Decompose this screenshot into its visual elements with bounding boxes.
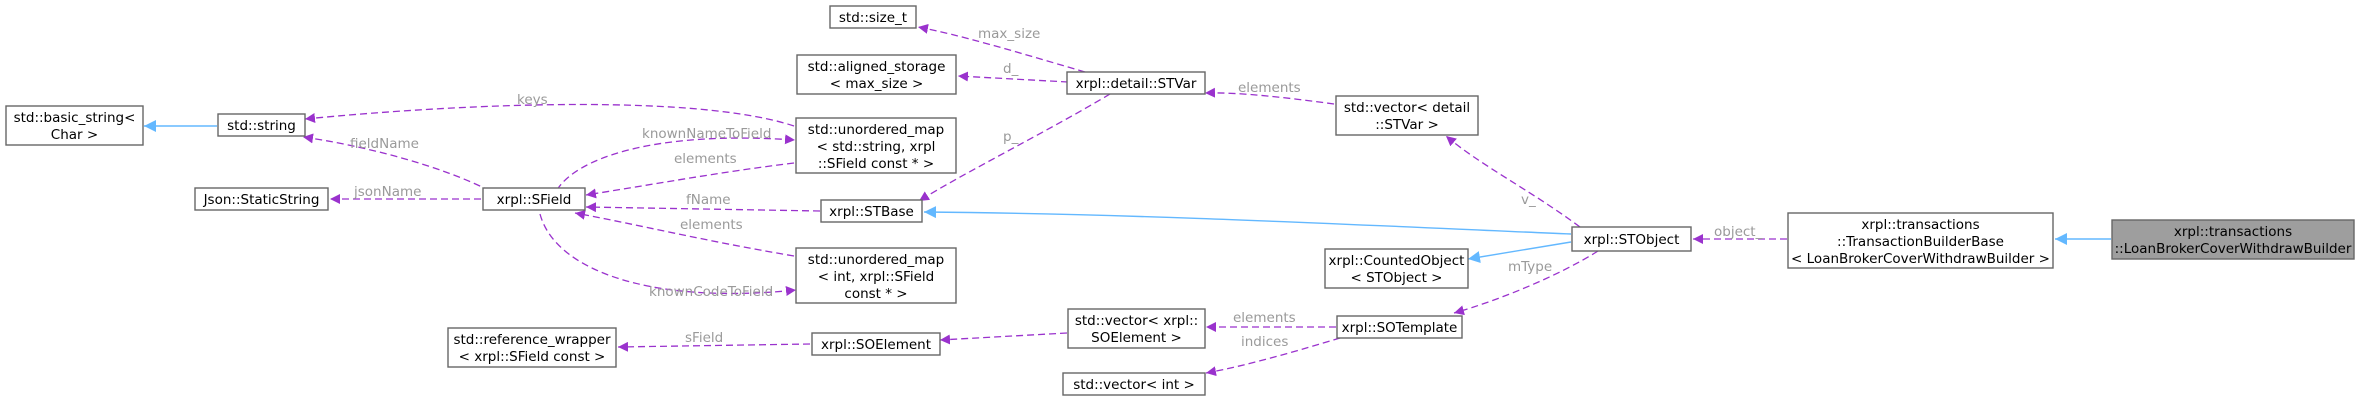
edge-sfield (617, 341, 811, 352)
node-stvar[interactable]: xrpl::detail::STVar (1066, 71, 1206, 95)
svg-text:xrpl::SOTemplate: xrpl::SOTemplate (1342, 320, 1458, 336)
node-unordered-map-name[interactable]: std::unordered_map < std::string, xrpl :… (795, 117, 957, 174)
node-counted-object[interactable]: xrpl::CountedObject < STObject > (1324, 248, 1469, 289)
node-sotemplate[interactable]: xrpl::SOTemplate (1336, 315, 1463, 339)
label-v: v_ (1521, 192, 1536, 208)
node-size-t[interactable]: std::size_t (829, 5, 917, 29)
svg-text:xrpl::transactions: xrpl::transactions (1861, 217, 1979, 233)
svg-text:xrpl::transactions: xrpl::transactions (2174, 224, 2292, 240)
node-std-string[interactable]: std::string (217, 113, 306, 137)
svg-text:< LoanBrokerCoverWithdrawBuild: < LoanBrokerCoverWithdrawBuilder > (1791, 251, 2050, 267)
node-stbase[interactable]: xrpl::STBase (820, 199, 923, 223)
svg-text:< int, xrpl::SField: < int, xrpl::SField (818, 269, 934, 285)
svg-text:xrpl::SField: xrpl::SField (497, 192, 572, 208)
svg-text:const * >: const * > (844, 286, 907, 302)
node-unordered-map-code[interactable]: std::unordered_map < int, xrpl::SField c… (795, 247, 957, 304)
node-aligned-storage[interactable]: std::aligned_storage < max_size > (796, 54, 957, 95)
label-object: object_ (1714, 224, 1763, 240)
edge-elements-umap-name (585, 162, 795, 199)
svg-text:< max_size >: < max_size > (830, 76, 924, 92)
svg-text:std::reference_wrapper: std::reference_wrapper (453, 332, 611, 348)
node-reference-wrapper[interactable]: std::reference_wrapper < xrpl::SField co… (447, 327, 617, 368)
label-knownnametofield: knownNameToField (642, 126, 771, 142)
svg-text:std::basic_string<: std::basic_string< (14, 110, 136, 126)
svg-text:xrpl::SOElement: xrpl::SOElement (821, 337, 931, 353)
node-vector-int[interactable]: std::vector< int > (1062, 372, 1206, 396)
svg-text:< std::string, xrpl: < std::string, xrpl (817, 139, 936, 155)
label-d: d_ (1003, 61, 1019, 77)
edge-indices (1205, 337, 1341, 377)
svg-text:std::unordered_map: std::unordered_map (808, 252, 944, 268)
svg-text:std::vector< xrpl::: std::vector< xrpl:: (1075, 313, 1198, 329)
edge-v (1445, 135, 1581, 228)
node-loanbroker-cover-withdraw-builder[interactable]: xrpl::transactions ::LoanBrokerCoverWith… (2111, 219, 2355, 260)
edge-fname (585, 202, 821, 213)
node-basic-string[interactable]: std::basic_string< Char > (5, 105, 144, 146)
label-elements-umap-name: elements (674, 151, 737, 167)
svg-text:SOElement >: SOElement > (1091, 330, 1182, 346)
edge-stobject-to-stbase (923, 206, 1572, 235)
svg-text:std::vector< detail: std::vector< detail (1344, 100, 1470, 116)
edge-keys (304, 103, 795, 127)
edge-stobject-to-counted (1467, 241, 1572, 263)
node-vector-soelement[interactable]: std::vector< xrpl:: SOElement > (1067, 308, 1206, 349)
label-mtype: mType (1508, 259, 1552, 275)
label-fieldname: fieldName (350, 136, 419, 152)
edge-elements-stvar (1204, 87, 1335, 105)
label-fname: fName (686, 192, 731, 208)
edge-d (957, 71, 1069, 83)
edge-p (918, 93, 1111, 202)
svg-text:std::vector< int >: std::vector< int > (1073, 377, 1195, 393)
svg-text:xrpl::CountedObject: xrpl::CountedObject (1329, 253, 1465, 269)
label-indices: indices (1241, 334, 1288, 350)
edge-mtype (1453, 250, 1599, 316)
svg-text:std::aligned_storage: std::aligned_storage (808, 59, 946, 75)
label-knowncodetofield: knownCodeToField (649, 284, 773, 300)
node-vector-stvar[interactable]: std::vector< detail ::STVar > (1335, 95, 1479, 136)
svg-text:::STVar >: ::STVar > (1375, 117, 1439, 133)
svg-text:xrpl::STObject: xrpl::STObject (1584, 232, 1680, 248)
label-sfield: sField (685, 330, 723, 346)
svg-text:::SField const * >: ::SField const * > (818, 156, 934, 172)
svg-text:xrpl::detail::STVar: xrpl::detail::STVar (1076, 76, 1197, 92)
label-elements-soelement: elements (1233, 310, 1296, 326)
svg-text:std::size_t: std::size_t (839, 10, 907, 26)
label-max-size: max_size (978, 26, 1040, 42)
label-elements-umap-code: elements (680, 217, 743, 233)
node-sfield[interactable]: xrpl::SField (482, 187, 586, 211)
label-keys: keys (517, 92, 548, 108)
svg-text:xrpl::STBase: xrpl::STBase (829, 204, 914, 220)
edge-elements-umap-code (574, 209, 795, 257)
svg-text:< STObject >: < STObject > (1351, 270, 1443, 286)
edge-knowncodetofield (539, 213, 797, 296)
edge-max-size (917, 23, 1086, 73)
svg-text:< xrpl::SField const >: < xrpl::SField const > (459, 349, 606, 365)
node-transaction-builder-base[interactable]: xrpl::transactions ::TransactionBuilderB… (1787, 212, 2054, 269)
edge-elements-to-soelement (939, 332, 1068, 345)
label-jsonname: jsonName (353, 184, 421, 200)
svg-text:std::string: std::string (227, 118, 296, 134)
node-stobject[interactable]: xrpl::STObject (1571, 226, 1692, 252)
edge-knownnametofield (556, 134, 796, 191)
svg-text:std::unordered_map: std::unordered_map (808, 122, 944, 138)
svg-text:Json::StaticString: Json::StaticString (203, 192, 320, 208)
svg-text:::TransactionBuilderBase: ::TransactionBuilderBase (1837, 234, 2004, 250)
node-json-staticstring[interactable]: Json::StaticString (194, 187, 329, 211)
svg-text:::LoanBrokerCoverWithdrawBuild: ::LoanBrokerCoverWithdrawBuilder (2115, 241, 2352, 257)
svg-text:Char >: Char > (51, 127, 98, 143)
label-elements-stvar: elements (1238, 80, 1301, 96)
label-p: p_ (1003, 129, 1019, 145)
node-soelement[interactable]: xrpl::SOElement (811, 332, 941, 356)
